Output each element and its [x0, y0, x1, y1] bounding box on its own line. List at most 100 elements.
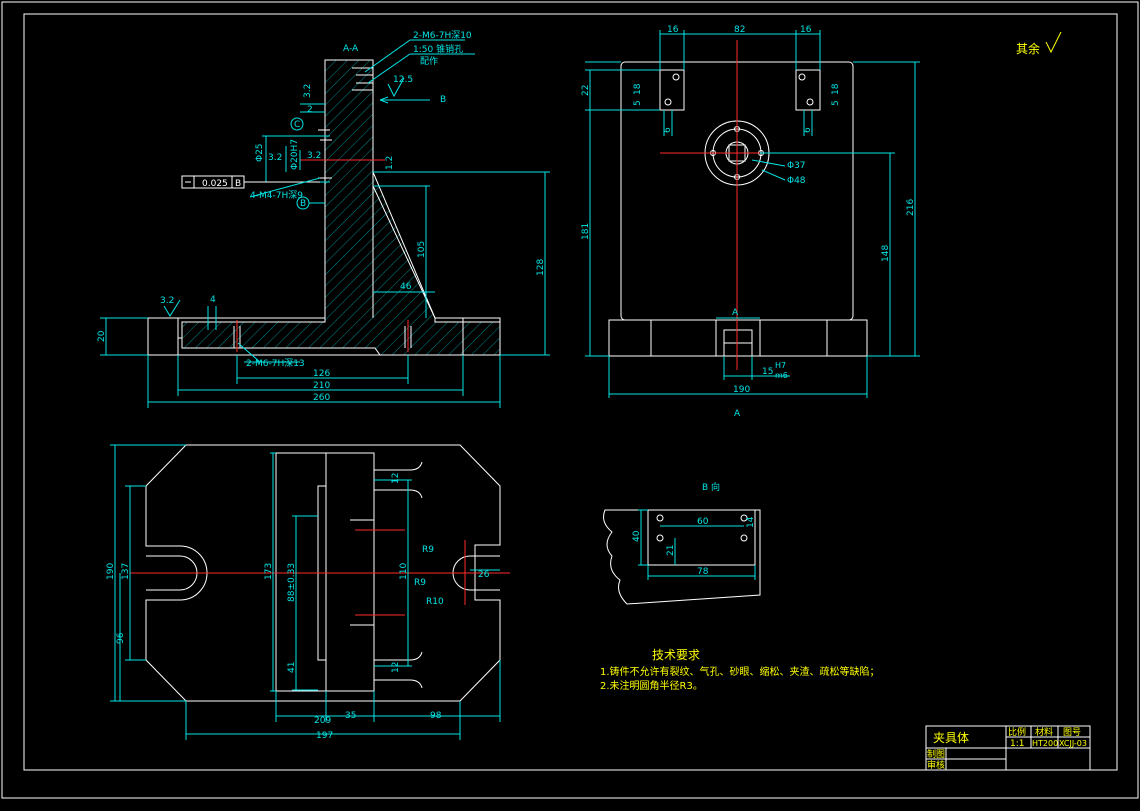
- dim-6b-lines: [803, 110, 813, 136]
- top-block-lower: [374, 651, 423, 689]
- dim-216: 216: [906, 199, 916, 216]
- front-base: [608, 319, 868, 357]
- note-hole3: 配作: [420, 55, 438, 67]
- dim-r10: R10: [426, 597, 444, 607]
- base-steps: [177, 318, 464, 355]
- datum-c-circle: [290, 117, 304, 131]
- tb-name: 夹具体: [933, 731, 969, 745]
- dim-15: 15: [762, 367, 773, 377]
- b-dim-78: 78: [697, 567, 709, 577]
- tb-h-scale: 比例: [1008, 726, 1026, 738]
- rough-icon-2: [163, 299, 181, 317]
- tol-flatness: 0.025: [202, 179, 228, 189]
- dim-41: 41: [287, 662, 297, 673]
- block-right: [795, 69, 821, 111]
- dim-190-front: 190: [733, 385, 750, 395]
- dim-26: 26: [478, 570, 490, 580]
- b-dim-40: 40: [632, 530, 642, 542]
- block-left-hole1: [672, 73, 680, 81]
- dim-137: 137: [121, 563, 131, 580]
- leader-d48: [761, 169, 786, 181]
- dim-35: 35: [345, 711, 356, 721]
- cut-a-bottom: A: [734, 409, 741, 419]
- front-view: 16 82 16 22 18 5 6 18 5 6 181 216 148 Φ3…: [581, 25, 920, 419]
- dim-3-2b: 3.2: [307, 151, 321, 161]
- block-right-hole2: [806, 98, 814, 106]
- dim-190-top-lines: [110, 444, 186, 702]
- cut-a-top: A: [732, 308, 739, 318]
- tech-heading: 技术要求: [652, 648, 700, 662]
- inner-frame: [23, 13, 1118, 771]
- dim-98: 98: [430, 711, 442, 721]
- tb-drawing-no: XCJJ-03: [1059, 739, 1087, 748]
- dim-181-lines: [585, 61, 621, 357]
- dim-6b: 6: [803, 127, 813, 133]
- dim-5a: 5: [633, 100, 643, 106]
- dim-126: 126: [313, 369, 330, 379]
- dim-82: 82: [734, 25, 745, 35]
- b-dim-40-lines: [638, 509, 648, 566]
- dim-20-lines: [100, 317, 148, 356]
- top-outline: [145, 444, 501, 702]
- dim-88-lines: [292, 515, 318, 691]
- dim-210-lines: [177, 355, 464, 396]
- b-hole-4: [740, 534, 748, 542]
- tb-scale: 1:1: [1010, 739, 1024, 749]
- b-dim-60: 60: [697, 517, 709, 527]
- b-hole-2: [740, 514, 748, 522]
- tech-line1: 1.铸件不允许有裂纹、气孔、砂眼、缩松、夹渣、疏松等缺陷；: [600, 665, 880, 678]
- dim-190-top: 190: [106, 563, 116, 580]
- dim-32: 3.2: [268, 153, 282, 163]
- tb-h-material: 材料: [1035, 726, 1053, 738]
- dim-12b: 12: [391, 662, 401, 673]
- dim-4: 4: [210, 295, 216, 305]
- b-view: B 向 60 40 21 78 14: [603, 481, 761, 605]
- b-dim-14: 14: [746, 516, 756, 528]
- dim-top-lines: [659, 30, 821, 70]
- dim-bore: Φ20H7: [290, 139, 300, 170]
- dim-197-lines: [185, 701, 461, 740]
- dim-bottom-lines: [275, 660, 501, 722]
- dim-260: 260: [313, 393, 330, 403]
- dim-260-lines: [147, 355, 501, 408]
- dim-148: 148: [881, 245, 891, 262]
- dim-12a: 12: [391, 473, 401, 484]
- datum-c: C: [294, 120, 300, 130]
- dim-210: 210: [313, 381, 330, 391]
- dim-2-lines: [300, 103, 325, 113]
- column-section: [181, 59, 501, 356]
- surface-note: 其余: [1016, 31, 1062, 56]
- top-column: [275, 452, 375, 692]
- leader-d37: [751, 159, 786, 167]
- dim-20: 20: [97, 330, 107, 342]
- b-hole-3: [656, 534, 664, 542]
- top-block-upper: [374, 461, 423, 499]
- dim-216-lines: [853, 61, 920, 357]
- dim-181: 181: [581, 223, 591, 240]
- dim-46: 46: [400, 282, 412, 292]
- section-view-aa: A-A 2-M6-7H深10 1:50 锥销孔 配作 12.: [97, 30, 550, 408]
- note-hole2: 1:50 锥销孔: [413, 43, 463, 55]
- dim-16b: 16: [800, 25, 812, 35]
- dim-197: 197: [316, 731, 333, 741]
- surface-text: 其余: [1016, 41, 1040, 56]
- base-hole-right: [404, 326, 412, 348]
- b-view-outline: [603, 509, 761, 605]
- rough-3-2: 3.2: [303, 84, 313, 98]
- tb-row-check: 审核: [927, 759, 945, 771]
- title-block: 夹具体 比例 材料 图号 1:1 HT200 XCJJ-03 制图 审核: [925, 725, 1091, 771]
- dim-137-lines: [125, 485, 146, 661]
- dim-173-lines: [270, 452, 276, 692]
- dim-6a-lines: [663, 110, 673, 136]
- leader-1: [364, 39, 411, 73]
- top-view: 12 12 R9 R9 R10 26 190 137 96 173 88±0.3…: [106, 444, 510, 741]
- dim-88: 88±0.33: [287, 563, 297, 602]
- dim-4-lines: [207, 306, 217, 330]
- tb-material: HT200: [1032, 739, 1058, 748]
- note-m4: 4-M4-7H深9: [250, 190, 303, 201]
- block-right-hole1: [798, 73, 806, 81]
- bore-lines: [318, 129, 332, 179]
- dim-r9a: R9: [422, 545, 434, 555]
- b-view-title: B 向: [702, 481, 720, 493]
